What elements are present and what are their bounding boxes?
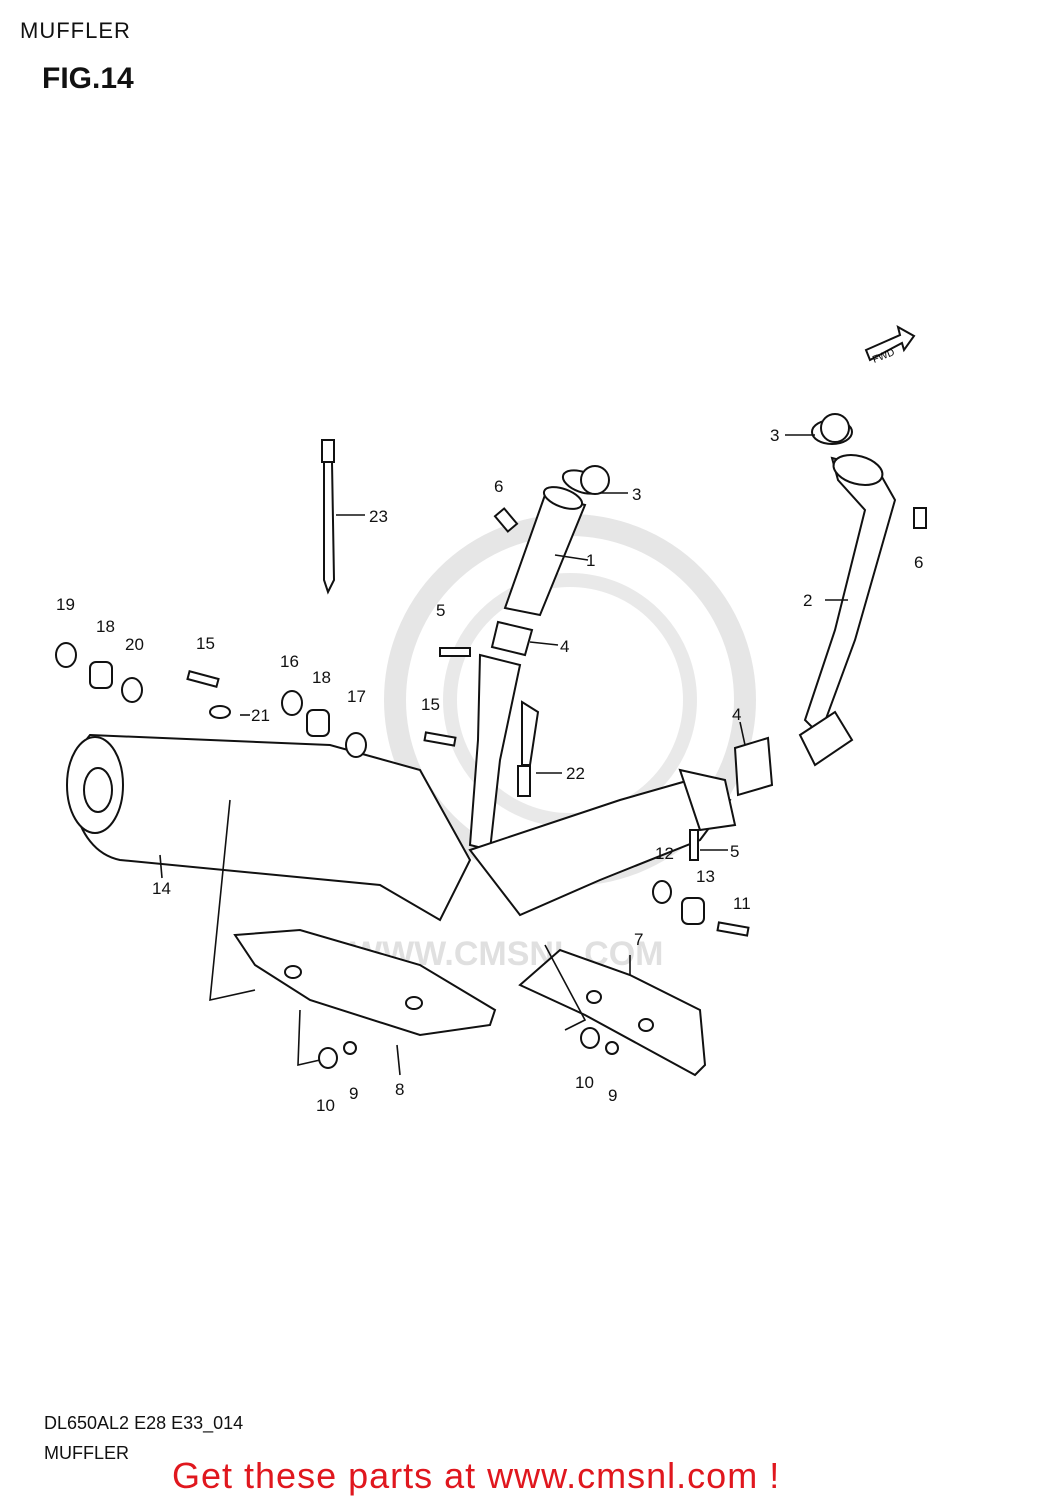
hardware xyxy=(55,413,927,1069)
callout-6a: 6 xyxy=(494,477,503,496)
callout-15a: 15 xyxy=(196,634,215,653)
callout-17: 17 xyxy=(347,687,366,706)
leader-lines xyxy=(159,434,848,1076)
cable-tie xyxy=(321,439,336,595)
callout-3b: 3 xyxy=(632,485,641,504)
callout-14: 14 xyxy=(152,879,171,898)
callout-2: 2 xyxy=(803,591,812,610)
callout-10b: 10 xyxy=(575,1073,594,1092)
callout-7: 7 xyxy=(634,930,643,949)
callout-3a: 3 xyxy=(770,426,779,445)
heat-shield-8 xyxy=(233,928,497,1037)
callout-22: 22 xyxy=(566,764,585,783)
callout-9a: 9 xyxy=(349,1084,358,1103)
callout-19: 19 xyxy=(56,595,75,614)
callout-4a: 4 xyxy=(732,705,741,724)
section-title: MUFFLER xyxy=(20,18,131,43)
callout-10a: 10 xyxy=(316,1096,335,1115)
callout-18b: 18 xyxy=(312,668,331,687)
callout-1: 1 xyxy=(586,551,595,570)
promo-link[interactable]: Get these parts at www.cmsnl.com ! xyxy=(172,1455,781,1496)
exhaust-pipe-2 xyxy=(733,419,897,797)
callout-23: 23 xyxy=(369,507,388,526)
fwd-arrow-icon: FWD xyxy=(864,324,916,366)
callout-5a: 5 xyxy=(436,601,445,620)
muffler-body xyxy=(66,653,737,922)
callout-18a: 18 xyxy=(96,617,115,636)
callout-15b: 15 xyxy=(421,695,440,714)
callouts: 1 2 3 3 4 4 5 5 6 6 7 8 9 9 10 10 11 12 … xyxy=(56,426,923,1115)
diagram-code: DL650AL2 E28 E33_014 xyxy=(44,1413,244,1433)
figure-title: FIG.14 xyxy=(42,62,134,95)
callout-13: 13 xyxy=(696,867,715,886)
callout-8: 8 xyxy=(395,1080,404,1099)
callout-20: 20 xyxy=(125,635,144,654)
callout-5b: 5 xyxy=(730,842,739,861)
callout-12: 12 xyxy=(655,844,674,863)
callout-11: 11 xyxy=(733,894,751,913)
callout-21: 21 xyxy=(251,706,270,725)
diagram-name: MUFFLER xyxy=(44,1443,129,1463)
callout-16: 16 xyxy=(280,652,299,671)
callout-9b: 9 xyxy=(608,1086,617,1105)
heat-shield-7 xyxy=(518,948,707,1077)
callout-6b: 6 xyxy=(914,553,923,572)
callout-4b: 4 xyxy=(560,637,569,656)
